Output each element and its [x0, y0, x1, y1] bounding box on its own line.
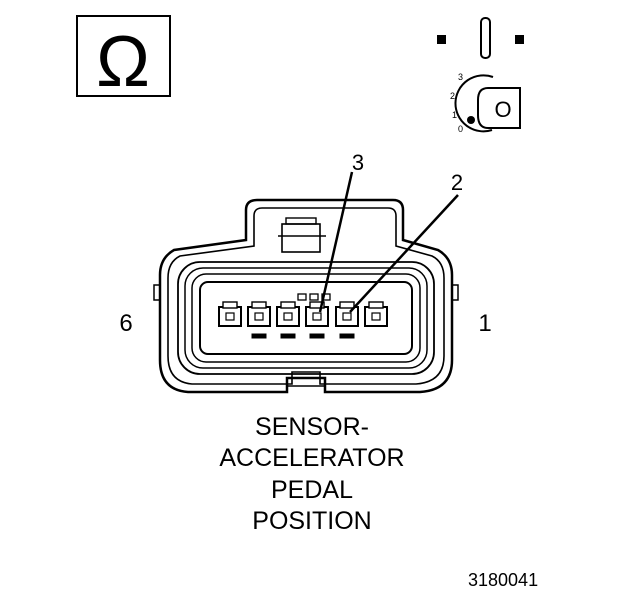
ignition-pos-1: 1 — [452, 110, 457, 120]
pin-label-1: 1 — [478, 310, 491, 337]
connector-housing — [153, 198, 459, 394]
connector-bottom-notch — [286, 378, 326, 387]
ignition-key-slot — [480, 17, 491, 59]
emboss-mark-3 — [321, 293, 331, 301]
ohmmeter-icon: Ω — [76, 15, 171, 102]
connector-tab-right — [452, 284, 459, 301]
emboss-mark-1 — [297, 293, 307, 301]
emboss-mark-2 — [309, 293, 319, 301]
pin-label-6: 6 — [119, 310, 132, 337]
connector-inner-shell — [167, 207, 445, 385]
ohm-symbol: Ω — [96, 22, 150, 102]
callout-line-pin-3 — [318, 171, 354, 313]
ignition-pos-3: 3 — [458, 72, 463, 82]
ignition-key-label: O — [494, 97, 511, 122]
ignition-switch-icon: O 3 2 1 0 — [437, 17, 524, 134]
ignition-key-head — [477, 87, 521, 129]
connector-frame-4 — [199, 281, 413, 355]
pin-cavity-1 — [364, 301, 388, 327]
pin-cavity-3 — [305, 301, 329, 339]
pin-cavity-2 — [335, 301, 359, 339]
pin-cavities — [218, 293, 388, 339]
ignition-pos-2: 2 — [450, 91, 455, 101]
connector-latch — [281, 223, 321, 253]
ignition-pointer-dot — [467, 116, 475, 124]
ignition-indicator-left — [437, 35, 446, 44]
connector-tab-left — [153, 284, 160, 301]
connector-name-line-3: PEDAL — [271, 476, 353, 504]
connector-name-line-4: POSITION — [252, 507, 372, 535]
pin-cavity-5 — [247, 301, 271, 339]
connector-frame-2 — [184, 267, 428, 369]
connector-name-line-2: ACCELERATOR — [219, 444, 405, 472]
connector-name-line-1: SENSOR- — [255, 413, 369, 441]
pin-cavity-4 — [276, 301, 300, 339]
ignition-indicator-right — [515, 35, 524, 44]
figure-id: 3180041 — [468, 570, 539, 590]
connector-frame-1 — [177, 261, 435, 375]
callout-pin-3: 3 — [352, 150, 364, 175]
callout-line-pin-2 — [349, 194, 459, 313]
ignition-pos-0: 0 — [458, 124, 463, 134]
callout-pin-2: 2 — [451, 170, 463, 195]
pin-cavity-6 — [218, 301, 242, 327]
connector-frame-3 — [191, 273, 421, 363]
connector-latch-top — [285, 217, 317, 225]
